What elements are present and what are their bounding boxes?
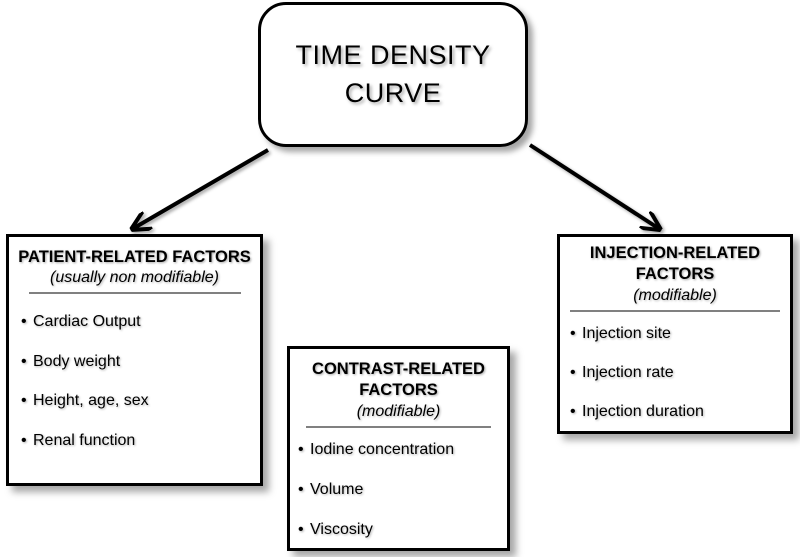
list-item: Injection duration xyxy=(570,392,790,431)
patient-factors-subtitle: (usually non modifiable) xyxy=(50,269,219,287)
patient-factors-list: Cardiac Output Body weight Height, age, … xyxy=(9,302,260,460)
contrast-divider xyxy=(306,425,491,428)
list-item: Cardiac Output xyxy=(21,302,260,342)
injection-factors-subtitle: (modifiable) xyxy=(633,286,717,304)
patient-factors-box: PATIENT-RELATED FACTORS (usually non mod… xyxy=(6,234,263,486)
root-node: TIME DENSITY CURVE xyxy=(258,2,528,147)
list-item: Iodine concentration xyxy=(298,430,507,470)
patient-factors-title: PATIENT-RELATED FACTORS xyxy=(18,248,251,266)
root-title: TIME DENSITY CURVE xyxy=(295,39,491,108)
contrast-factors-box: CONTRAST-RELATED FACTORS (modifiable) Io… xyxy=(287,346,510,551)
list-item: Renal function xyxy=(21,421,260,461)
list-item: Injection rate xyxy=(570,353,790,392)
arrow-to-patient xyxy=(134,148,270,228)
list-item: Viscosity xyxy=(298,510,507,550)
list-item: Height, age, sex xyxy=(21,381,260,421)
injection-factors-title: INJECTION-RELATED FACTORS xyxy=(589,244,761,284)
arrow-to-injection xyxy=(528,143,658,228)
patient-divider xyxy=(28,292,241,295)
contrast-factors-list: Iodine concentration Volume Viscosity xyxy=(290,430,507,550)
injection-divider xyxy=(570,309,780,312)
list-item: Injection site xyxy=(570,314,790,353)
list-item: Body weight xyxy=(21,342,260,382)
injection-factors-list: Injection site Injection rate Injection … xyxy=(560,314,790,431)
injection-factors-box: INJECTION-RELATED FACTORS (modifiable) I… xyxy=(557,234,793,434)
contrast-factors-title: CONTRAST-RELATED FACTORS xyxy=(312,360,485,400)
list-item: Volume xyxy=(298,470,507,510)
contrast-factors-subtitle: (modifiable) xyxy=(356,402,441,420)
